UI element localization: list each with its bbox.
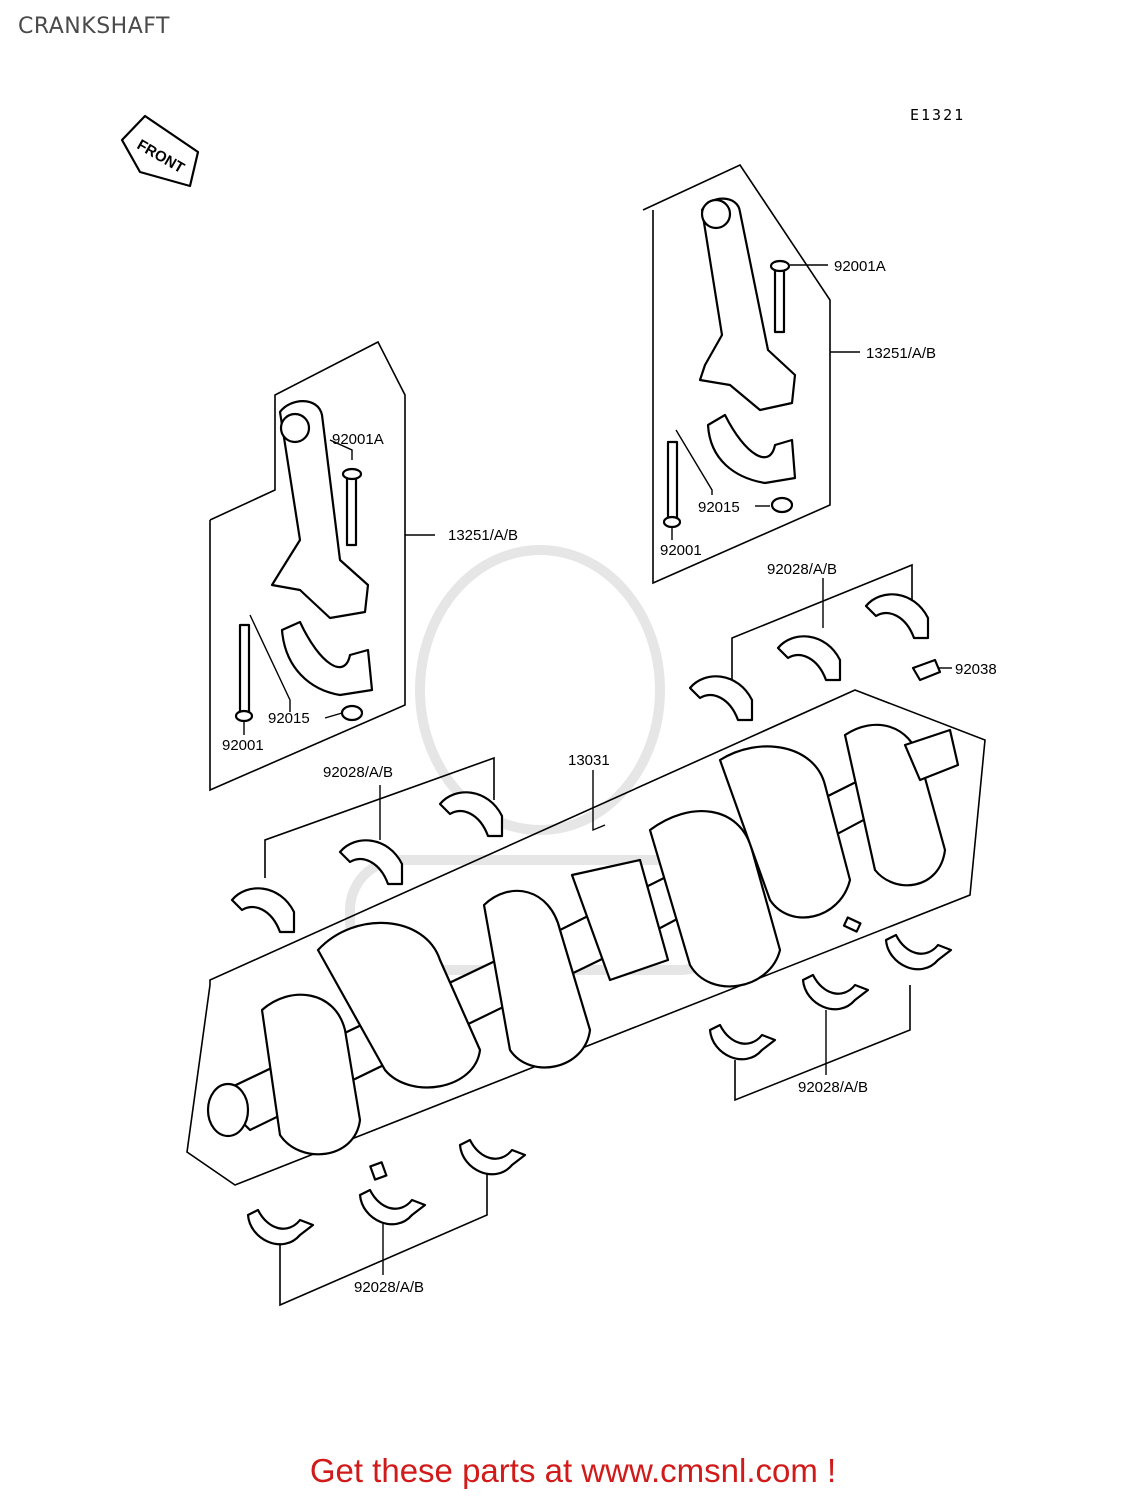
callout-bearings-upper-right: 92028/A/B xyxy=(767,561,837,578)
crank-web xyxy=(482,889,592,1069)
bearing-set-lower-right xyxy=(708,933,953,1102)
plug xyxy=(369,1161,388,1181)
callout-bearings-lower-right: 92028/A/B xyxy=(798,1079,868,1096)
bearing-set-upper-right xyxy=(688,563,930,722)
callout-key: 92038 xyxy=(955,661,997,678)
callout-bearings-lower-left: 92028/A/B xyxy=(354,1279,424,1296)
bolt-92001-right xyxy=(666,440,679,524)
bolt-92001a-left xyxy=(345,468,358,547)
plug xyxy=(842,916,862,933)
bearing-set-upper-left xyxy=(230,756,504,934)
connecting-rod-left-group xyxy=(209,340,435,792)
bearing-shell xyxy=(801,973,870,1011)
bearing-set-lower-left xyxy=(246,1138,527,1307)
connecting-rod-right-group xyxy=(642,163,860,585)
callout-rod-left-nut: 92015 xyxy=(268,710,310,727)
rod-cap-left xyxy=(280,620,374,697)
bolt-92001-left xyxy=(238,623,251,717)
crank-web xyxy=(718,745,852,919)
crankshaft-13031 xyxy=(186,689,986,1186)
callout-crankshaft: 13031 xyxy=(568,752,610,769)
crank-web xyxy=(316,921,482,1089)
nut-92015-left xyxy=(340,704,364,722)
connecting-rod-left xyxy=(270,400,370,620)
callout-rod-right-assembly: 13251/A/B xyxy=(866,345,936,362)
callout-bearings-upper-left: 92028/A/B xyxy=(323,764,393,781)
bearing-shell xyxy=(688,675,754,722)
crank-web xyxy=(648,810,782,988)
bearing-shell xyxy=(864,593,930,640)
front-arrow-icon: FRONT xyxy=(120,114,200,188)
callout-rod-right-bolt-top: 92001A xyxy=(834,258,886,275)
bearing-shell xyxy=(776,635,842,682)
crank-web xyxy=(260,993,362,1156)
crankshaft-end xyxy=(206,1082,250,1138)
bearing-shell xyxy=(338,839,404,886)
footer-promo-link[interactable]: Get these parts at www.cmsnl.com ! xyxy=(309,1452,837,1489)
bearing-shell xyxy=(358,1188,427,1226)
bolt-92001a-right xyxy=(773,260,786,334)
nut-92015-right xyxy=(770,496,794,514)
callout-rod-left-assembly: 13251/A/B xyxy=(448,527,518,544)
page-title: CRANKSHAFT xyxy=(18,14,170,39)
bearing-shell xyxy=(884,933,953,971)
callout-rod-left-bolt-top: 92001A xyxy=(332,431,384,448)
bearing-shell xyxy=(230,887,296,934)
callout-rod-right-nut: 92015 xyxy=(698,499,740,516)
bearing-shell xyxy=(458,1138,527,1176)
crankshaft-tail xyxy=(903,728,960,782)
callout-rod-right-bolt: 92001 xyxy=(660,542,702,559)
rod-cap-right xyxy=(706,413,797,485)
bearing-shell xyxy=(246,1208,315,1246)
crankshaft-gear xyxy=(570,858,670,982)
diagram-code: E1321 xyxy=(910,106,965,124)
callout-rod-left-bolt: 92001 xyxy=(222,737,264,754)
bearing-shell xyxy=(438,791,504,838)
bearing-shell xyxy=(708,1023,777,1061)
key-92038 xyxy=(911,658,942,682)
